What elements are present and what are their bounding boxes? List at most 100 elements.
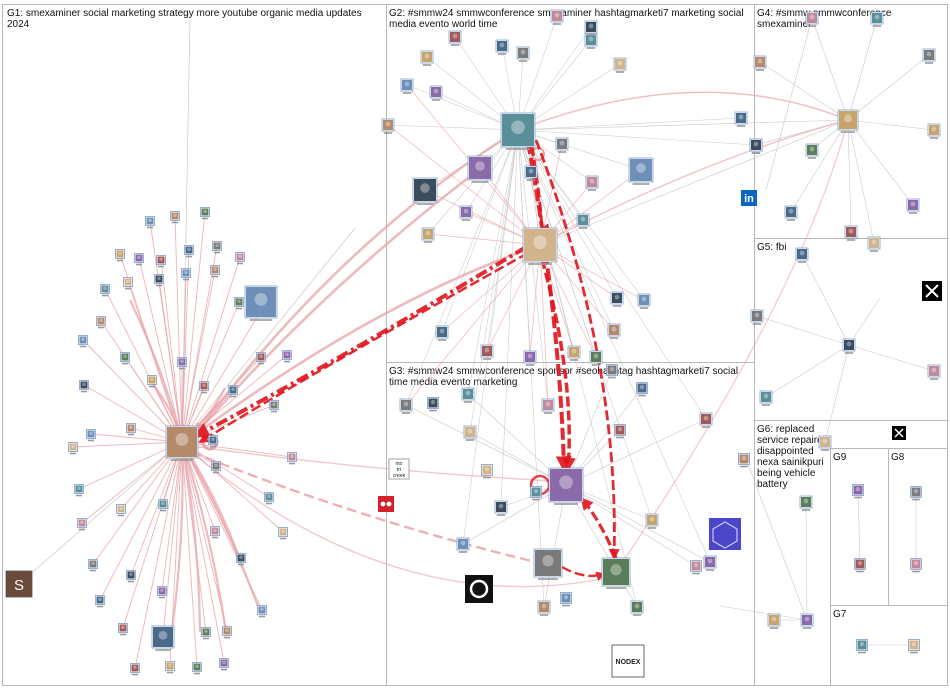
g1-node[interactable]	[134, 253, 144, 266]
g2-node[interactable]	[645, 513, 659, 529]
g1-node[interactable]	[199, 381, 209, 394]
g2-node[interactable]	[480, 344, 494, 360]
g5-node[interactable]	[795, 247, 809, 263]
g2-node[interactable]	[421, 227, 435, 243]
g2-node[interactable]	[448, 30, 462, 46]
g3-hub-node-tertiary[interactable]	[601, 557, 631, 589]
g1-node[interactable]	[212, 241, 222, 254]
g1-node[interactable]	[210, 265, 220, 278]
g3-hub-node-secondary[interactable]	[533, 548, 563, 580]
hexagon-node[interactable]	[709, 518, 741, 550]
g2-avatar-node[interactable]	[467, 155, 493, 183]
g1-letter-node[interactable]: S	[5, 570, 33, 598]
g1-node[interactable]	[235, 252, 245, 265]
g1-node[interactable]	[208, 435, 218, 448]
g9-node[interactable]	[852, 484, 864, 499]
g2-node[interactable]	[463, 425, 477, 441]
g2-node[interactable]	[461, 387, 475, 403]
g5-node[interactable]	[842, 338, 856, 354]
g3-node[interactable]	[481, 464, 493, 479]
g3-hub-node[interactable]	[548, 467, 584, 505]
g1-node[interactable]	[77, 518, 87, 531]
g1-node[interactable]	[100, 284, 110, 297]
g1-node[interactable]	[78, 335, 88, 348]
g2-right-node[interactable]	[628, 157, 654, 185]
g7-node[interactable]	[908, 639, 920, 654]
g8-node[interactable]	[910, 558, 922, 573]
g1-node[interactable]	[269, 400, 279, 413]
g1-node[interactable]	[256, 352, 266, 365]
x-logo-node[interactable]	[922, 281, 942, 301]
g2-node[interactable]	[613, 57, 627, 73]
g1-node[interactable]	[123, 277, 133, 290]
g1-node[interactable]	[177, 357, 187, 370]
g1-node[interactable]	[68, 442, 78, 455]
g1-node[interactable]	[147, 375, 157, 388]
g2-left-node[interactable]	[412, 177, 438, 205]
g1-node[interactable]	[257, 605, 267, 618]
g2-node[interactable]	[699, 412, 713, 428]
g4-node[interactable]	[753, 55, 767, 71]
g2-node[interactable]	[429, 85, 443, 101]
g2-node[interactable]	[607, 323, 621, 339]
g2-node[interactable]	[550, 9, 564, 25]
g2-node[interactable]	[610, 291, 624, 307]
g5-node[interactable]	[927, 364, 941, 380]
nodex-logo-node[interactable]: NODEX	[611, 644, 645, 678]
g1-node[interactable]	[154, 274, 164, 287]
g1-node[interactable]	[126, 423, 136, 436]
g5-node[interactable]	[818, 435, 832, 451]
g4-node[interactable]	[784, 205, 798, 221]
g6-node[interactable]	[767, 613, 781, 629]
g4-node[interactable]	[870, 11, 884, 27]
g8-node[interactable]	[910, 486, 922, 501]
g1-node[interactable]	[287, 452, 297, 465]
g2-node[interactable]	[420, 50, 434, 66]
g4-node[interactable]	[749, 138, 763, 154]
g1-secondary-node[interactable]	[244, 285, 278, 321]
g2-node[interactable]	[381, 118, 395, 134]
g2-node[interactable]	[435, 325, 449, 341]
g3-node[interactable]	[636, 382, 648, 397]
g4-hub-node[interactable]	[837, 109, 859, 133]
g1-node[interactable]	[211, 461, 221, 474]
g2-node[interactable]	[516, 46, 530, 62]
g1-node[interactable]	[222, 626, 232, 639]
g1-bottom-node[interactable]	[151, 625, 175, 651]
g1-node[interactable]	[234, 297, 244, 310]
g6-node[interactable]	[800, 613, 814, 629]
g2-node[interactable]	[524, 165, 538, 181]
g2-node[interactable]	[399, 398, 413, 414]
g4-node[interactable]	[906, 198, 920, 214]
g2-node[interactable]	[584, 20, 598, 36]
g2-text-tile-node[interactable]: mo tri creek	[388, 458, 410, 480]
g3-node[interactable]	[690, 560, 702, 575]
g3-node[interactable]	[738, 453, 750, 468]
g4-node[interactable]	[805, 11, 819, 27]
g1-node[interactable]	[165, 661, 175, 674]
g2-node[interactable]	[703, 555, 717, 571]
g3-node[interactable]	[614, 424, 626, 439]
g3-node[interactable]	[606, 364, 618, 379]
g1-node[interactable]	[130, 663, 140, 676]
g1-node[interactable]	[170, 211, 180, 224]
g2-node[interactable]	[630, 600, 644, 616]
g1-node[interactable]	[264, 492, 274, 505]
g6-node[interactable]	[799, 495, 813, 511]
g2-node[interactable]	[537, 600, 551, 616]
g4-node[interactable]	[867, 236, 881, 252]
g1-node[interactable]	[116, 504, 126, 517]
g1-node[interactable]	[79, 380, 89, 393]
g1-node[interactable]	[200, 207, 210, 220]
g2-node[interactable]	[459, 205, 473, 221]
g4-node[interactable]	[805, 143, 819, 159]
g2-node[interactable]	[584, 33, 598, 49]
g1-node[interactable]	[282, 350, 292, 363]
g2-node[interactable]	[494, 500, 508, 516]
g1-node[interactable]	[96, 316, 106, 329]
g1-node[interactable]	[86, 429, 96, 442]
g2-top-hub-node[interactable]	[500, 112, 536, 150]
g1-node[interactable]	[158, 499, 168, 512]
g1-node[interactable]	[157, 586, 167, 599]
g3-node[interactable]	[427, 397, 439, 412]
